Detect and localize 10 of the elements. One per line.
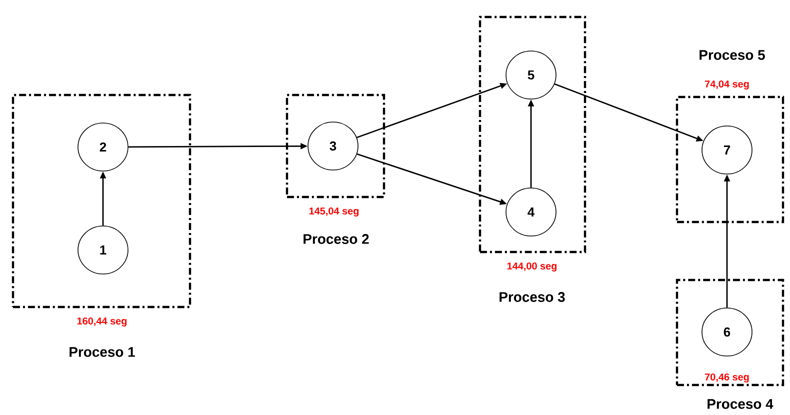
duration-label: 144,00 seg (507, 262, 557, 272)
duration-label: 74,04 seg (705, 80, 749, 90)
duration-label: 160,44 seg (77, 317, 127, 327)
duration-label: 145,04 seg (309, 207, 359, 217)
duration-label: 70,46 seg (705, 373, 749, 383)
process-heading: Proceso 5 (700, 50, 765, 60)
process-heading: Proceso 4 (708, 399, 774, 409)
process-heading: Proceso 1 (70, 347, 135, 357)
process-heading: Proceso 3 (500, 292, 565, 302)
process-heading: Proceso 2 (304, 234, 369, 244)
